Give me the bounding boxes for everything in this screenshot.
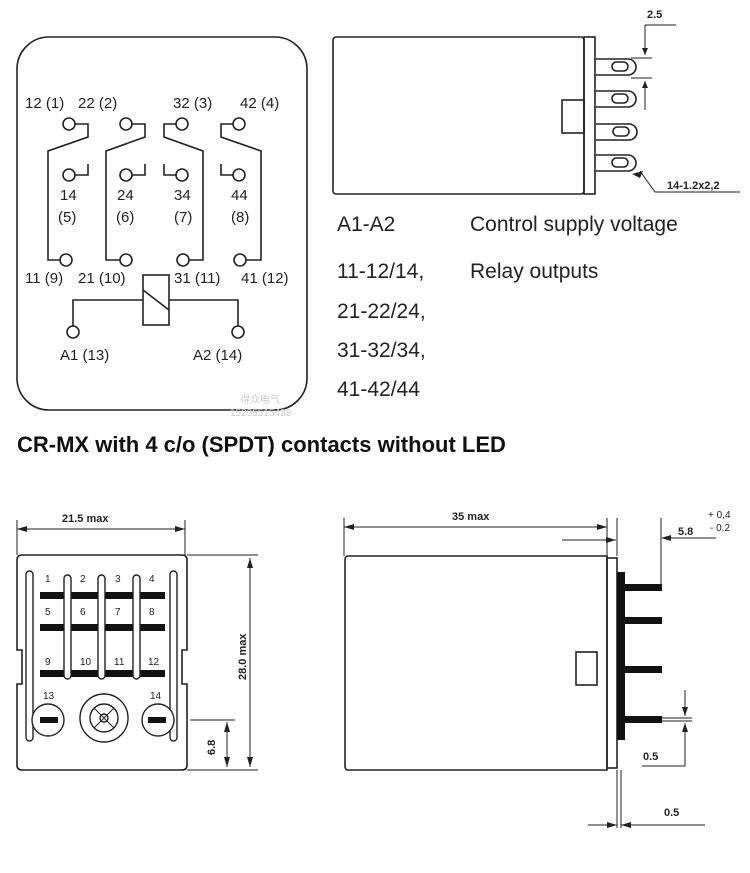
terminal-label: 34 xyxy=(174,187,191,204)
pin-number: 13 xyxy=(43,691,55,702)
pin-number: 10 xyxy=(80,657,92,668)
pin-number: 14 xyxy=(150,691,162,702)
terminal-label: (8) xyxy=(231,209,249,226)
pin-number: 4 xyxy=(149,574,155,585)
terminal-label: 31 (11) xyxy=(174,270,220,287)
pin-number: 9 xyxy=(45,657,51,668)
terminal-label: (5) xyxy=(58,209,76,226)
pin-number: 1 xyxy=(45,574,51,585)
pin-number: 3 xyxy=(115,574,121,585)
wiring-schematic: 12 (1) 22 (2) 32 (3) 42 (4) 14 (5) 24 (6… xyxy=(16,36,308,419)
width-dimension: 21.5 max xyxy=(62,513,109,525)
legend-desc: Relay outputs xyxy=(470,260,598,283)
legend-term: 11-12/14, xyxy=(337,260,424,283)
terminal-label: 14 xyxy=(60,187,77,204)
tolerance-minus: - 0.2 xyxy=(710,523,730,534)
terminal-label: 44 xyxy=(231,187,248,204)
terminal-label: 24 xyxy=(117,187,134,204)
terminal-label: 41 (12) xyxy=(241,270,289,287)
pin-number: 11 xyxy=(114,657,125,668)
legend-desc: Control supply voltage xyxy=(470,213,678,236)
terminal-legend: A1-A2 Control supply voltage 11-12/14, R… xyxy=(337,213,678,401)
pin-number: 8 xyxy=(149,607,155,618)
bottom-view: 1 2 3 4 5 6 7 8 9 10 11 12 13 14 21.5 ma… xyxy=(16,513,258,771)
plate-thickness-dimension: 0.5 xyxy=(664,807,679,819)
legend-term: 21-22/24, xyxy=(337,300,426,323)
schematic-frame xyxy=(16,36,308,411)
watermark: 15295515433 xyxy=(230,408,292,419)
terminal-label: 22 (2) xyxy=(78,95,117,112)
coil-label: A2 (14) xyxy=(193,347,242,364)
terminal-label: 42 (4) xyxy=(240,95,279,112)
legend-term: 31-32/34, xyxy=(337,339,426,362)
terminal-label: 21 (10) xyxy=(78,270,126,287)
pin-number: 12 xyxy=(148,657,160,668)
tolerance-plus: + 0,4 xyxy=(708,510,731,521)
pin-length-dimension: 5.8 xyxy=(678,526,693,538)
legend-term: 41-42/44 xyxy=(337,378,420,401)
contact-lines xyxy=(47,117,262,339)
terminal-label: 11 (9) xyxy=(25,270,63,287)
page-title: CR-MX with 4 c/o (SPDT) contacts without… xyxy=(17,432,506,457)
terminal-label: (6) xyxy=(116,209,134,226)
side-view-top: 2.5 14-1.2x2,2 xyxy=(332,9,740,195)
pin-number: 2 xyxy=(80,574,86,585)
side-view: 35 max 5.8 + 0,4 - 0.2 0.5 0.5 xyxy=(343,510,731,828)
terminal-label: 12 (1) xyxy=(25,95,64,112)
terminal-label: (7) xyxy=(174,209,192,226)
pin-number: 7 xyxy=(115,607,121,618)
terminal-label: 32 (3) xyxy=(173,95,212,112)
pin-number: 5 xyxy=(45,607,51,618)
watermark: 得众电气 xyxy=(240,393,280,406)
pin-number: 6 xyxy=(80,607,86,618)
coil-label: A1 (13) xyxy=(60,347,109,364)
height-dimension: 28.0 max xyxy=(237,633,249,680)
pitch-dimension: 2.5 xyxy=(647,9,662,21)
length-dimension: 35 max xyxy=(452,511,490,523)
legend-term: A1-A2 xyxy=(337,213,395,236)
hole-dimension: 14-1.2x2,2 xyxy=(667,180,720,192)
offset-dimension: 6.8 xyxy=(206,740,218,755)
pin-thickness-dimension: 0.5 xyxy=(643,751,658,763)
